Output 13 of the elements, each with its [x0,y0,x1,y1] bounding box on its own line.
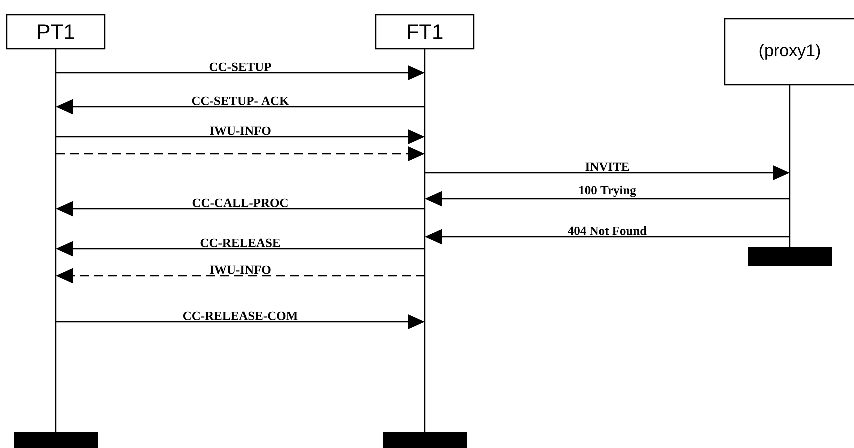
edge-label: IWU-INFO [210,126,271,136]
edge-label: 404 Not Found [568,226,647,236]
edge-label: IWU-INFO [210,266,271,274]
edge-label: CC-SETUP- ACK [192,96,290,106]
edge-label: CC-CALL-PROC [192,198,288,208]
edge-label: 100 Trying [580,186,636,198]
participant-box: FT1 [375,14,475,50]
participant-box: PT1 [6,14,106,50]
edge-label: CC-RELEASE [200,238,280,248]
participant-box: (proxy1) [724,18,854,86]
edge-label: CC-SETUP [210,62,272,72]
edge-label: INVITE [586,162,630,172]
edge-label: CC-RELEASE-COM [183,312,298,320]
